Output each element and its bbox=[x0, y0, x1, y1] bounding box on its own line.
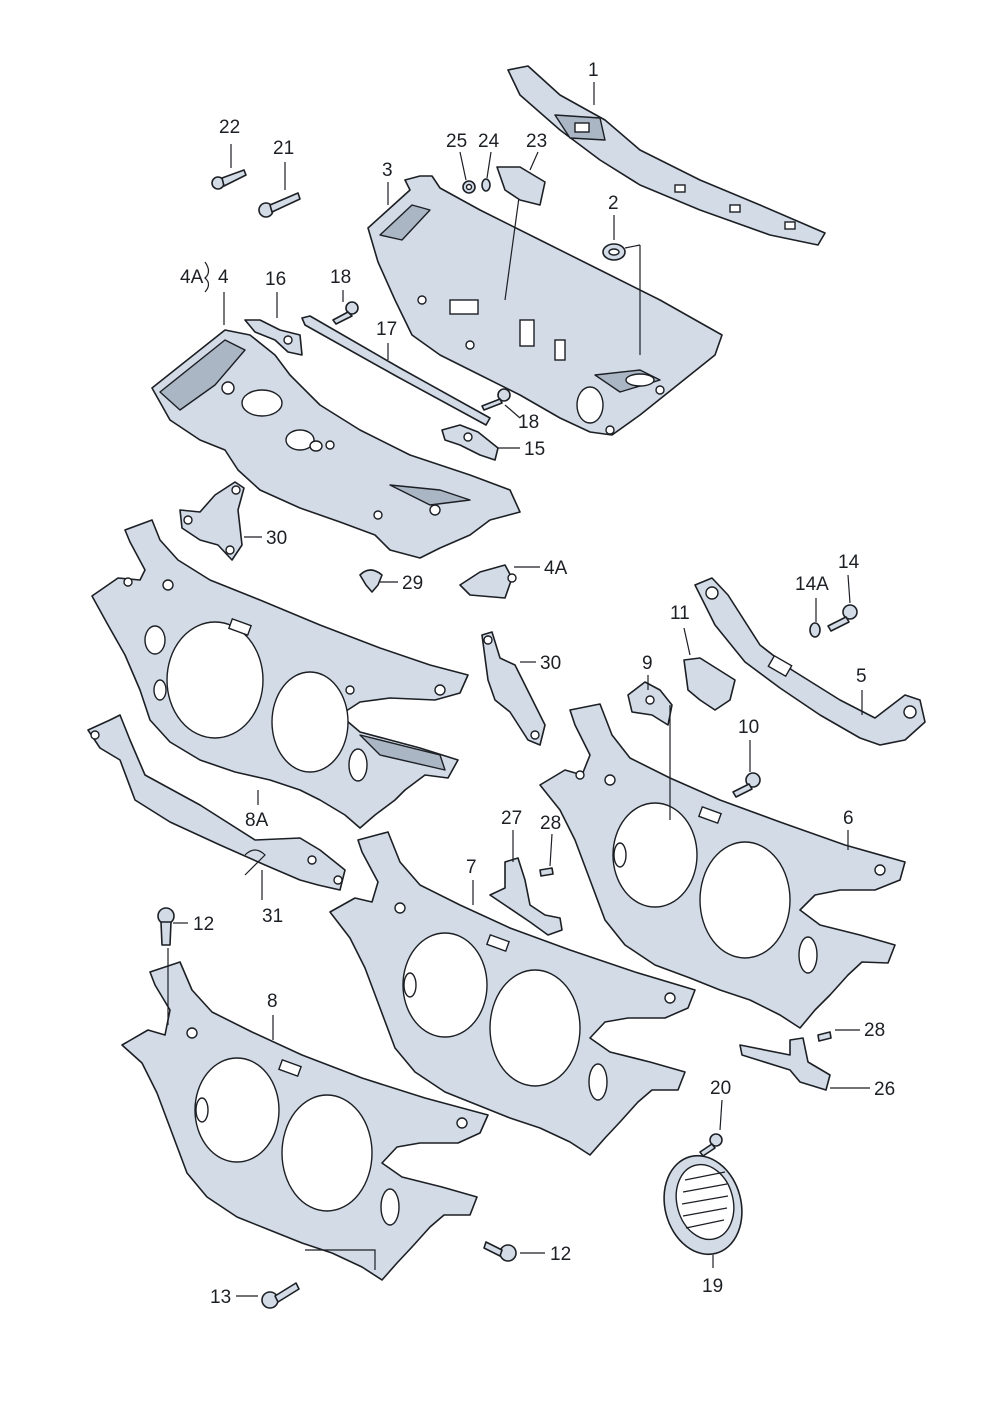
label-5: 5 bbox=[856, 666, 867, 687]
part-21-bolt bbox=[258, 192, 301, 218]
part-25-nut bbox=[462, 180, 476, 194]
part-11-bracket bbox=[683, 657, 736, 711]
label-26: 26 bbox=[874, 1079, 895, 1100]
part-7-front-carrier bbox=[329, 831, 696, 1156]
part-8-front-carrier bbox=[121, 948, 489, 1281]
part-5-support bbox=[694, 577, 926, 746]
part-30-bracket-right bbox=[481, 631, 546, 746]
label-31: 31 bbox=[262, 906, 283, 927]
part-2-grommet bbox=[602, 243, 641, 261]
part-8a-front-carrier bbox=[91, 519, 469, 829]
label-23: 23 bbox=[526, 131, 547, 152]
label-21: 21 bbox=[273, 138, 294, 159]
label-9: 9 bbox=[642, 653, 653, 674]
part-15-bracket bbox=[441, 424, 499, 461]
label-3: 3 bbox=[382, 160, 393, 181]
label-30-left: 30 bbox=[266, 528, 287, 549]
label-14a: 14A bbox=[795, 574, 829, 595]
part-31-strap bbox=[87, 714, 346, 891]
part-1-upper-cross-member bbox=[507, 65, 826, 246]
part-12-bolt-top bbox=[157, 907, 175, 946]
part-16-bracket bbox=[244, 319, 303, 356]
part-20-bolt bbox=[699, 1133, 723, 1157]
part-28-clip-bottom bbox=[817, 1031, 832, 1042]
label-13: 13 bbox=[210, 1287, 231, 1308]
part-13-bolt bbox=[261, 1282, 300, 1309]
label-18-top: 18 bbox=[330, 267, 351, 288]
label-16: 16 bbox=[265, 269, 286, 290]
label-22: 22 bbox=[219, 117, 240, 138]
label-11: 11 bbox=[670, 603, 690, 624]
label-8a: 8A bbox=[245, 810, 269, 831]
part-26-bracket bbox=[739, 1037, 831, 1091]
label-30-right: 30 bbox=[540, 653, 561, 674]
part-24-washer bbox=[481, 178, 491, 192]
label-25: 25 bbox=[446, 131, 467, 152]
label-4a-top: 4A bbox=[180, 267, 204, 288]
part-14a-washer bbox=[809, 622, 821, 638]
part-4-lower-panel bbox=[151, 329, 521, 559]
part-19-grille bbox=[663, 1154, 743, 1256]
part-10-bolt bbox=[732, 772, 761, 798]
label-14: 14 bbox=[838, 552, 860, 573]
label-6: 6 bbox=[843, 808, 854, 829]
part-29-clip bbox=[359, 569, 383, 593]
part-28-clip-top bbox=[539, 867, 554, 877]
part-18-bolt-top bbox=[332, 301, 359, 325]
label-1: 1 bbox=[588, 60, 599, 81]
part-12-bolt-bottom bbox=[483, 1241, 517, 1262]
label-2: 2 bbox=[608, 193, 619, 214]
part-22-bolt bbox=[211, 169, 247, 190]
label-27: 27 bbox=[501, 808, 522, 829]
label-17: 17 bbox=[376, 319, 397, 340]
label-15: 15 bbox=[524, 439, 545, 460]
label-28-top: 28 bbox=[540, 813, 561, 834]
label-10: 10 bbox=[738, 717, 759, 738]
part-3-upper-panel bbox=[367, 175, 723, 436]
label-12-top: 12 bbox=[193, 914, 214, 935]
label-7: 7 bbox=[466, 857, 477, 878]
label-28-bottom: 28 bbox=[864, 1020, 885, 1041]
label-4a-bottom: 4A bbox=[544, 558, 568, 579]
part-4a-mount bbox=[459, 564, 517, 599]
part-23-bracket bbox=[496, 166, 546, 206]
part-6-front-carrier bbox=[539, 703, 906, 1029]
leader-lines bbox=[173, 82, 870, 1297]
label-8: 8 bbox=[267, 991, 278, 1012]
label-19: 19 bbox=[702, 1276, 723, 1297]
label-12-bottom: 12 bbox=[550, 1244, 571, 1265]
part-14-bolt bbox=[827, 604, 858, 632]
label-4: 4 bbox=[218, 267, 229, 288]
part-9-bracket bbox=[627, 681, 673, 726]
label-18-mid: 18 bbox=[518, 412, 539, 433]
part-18-bolt-mid bbox=[481, 388, 511, 411]
part-27-bracket bbox=[489, 857, 563, 936]
label-20: 20 bbox=[710, 1078, 731, 1099]
part-labels: 1 2 3 25 24 23 22 21 4A 4 16 18 17 18 15… bbox=[180, 60, 895, 1308]
label-24: 24 bbox=[478, 131, 500, 152]
label-29: 29 bbox=[402, 573, 423, 594]
part-17-strip bbox=[301, 315, 491, 426]
part-30-bracket-left bbox=[179, 481, 245, 561]
